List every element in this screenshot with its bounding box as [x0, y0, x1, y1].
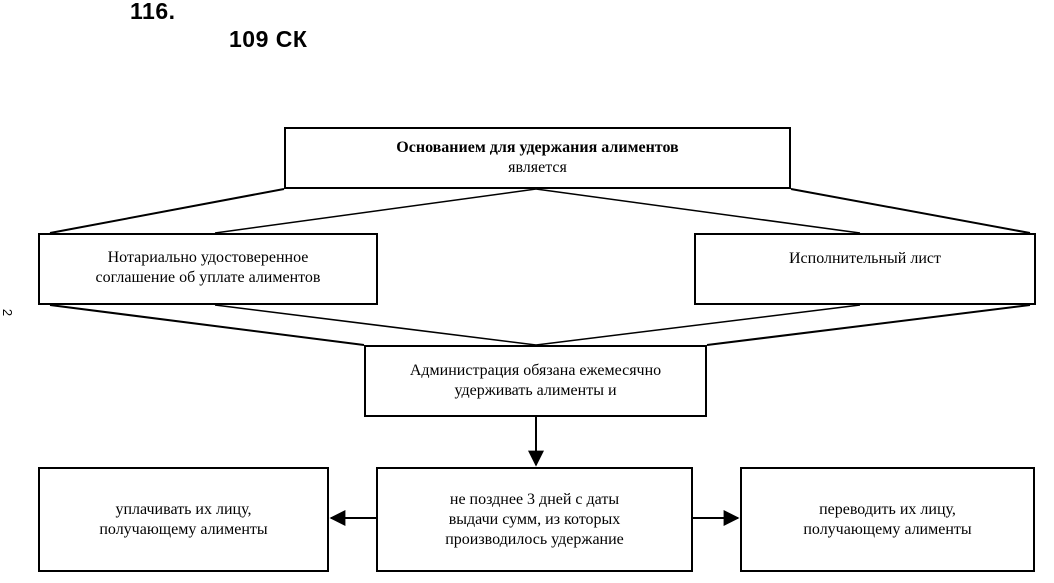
node-admin-line2: удерживать алименты и [454, 382, 617, 399]
connector-left-admin [49, 304, 365, 346]
node-notarial-line1: Нотариально удостоверенное [107, 249, 309, 266]
node-pay-to-recipient: уплачивать их лицу, получающему алименты [38, 467, 329, 572]
connector-right-admin [706, 304, 1031, 346]
node-basis-title: Основанием для удержания алиментов [396, 139, 679, 156]
node-writ-label: Исполнительный лист [788, 250, 941, 267]
code-reference: 109 СК [229, 26, 308, 52]
node-administration: Администрация обязана ежемесячно удержив… [364, 345, 707, 417]
connector-top-left [49, 188, 285, 234]
node-deadline-line2: выдачи сумм, из которых [448, 510, 621, 528]
node-deadline: не позднее 3 дней с даты выдачи сумм, из… [376, 467, 693, 572]
node-transfer-to-recipient: переводить их лицу, получающему алименты [740, 467, 1035, 572]
section-number: 116. [130, 0, 176, 24]
connector-right-admin-inner [535, 304, 861, 346]
connector-top-left-inner [214, 188, 537, 234]
node-transfer-line1: переводить их лицу, [819, 500, 956, 518]
node-deadline-line1: не позднее 3 дней с даты [449, 490, 620, 508]
node-deadline-line3: производилось удержание [445, 530, 624, 548]
node-transfer-line2: получающему алименты [803, 520, 972, 538]
node-pay-line2: получающему алименты [99, 520, 268, 538]
node-pay-line1: уплачивать их лицу, [115, 500, 252, 518]
node-notarial-line2: соглашение об уплате алиментов [95, 269, 321, 286]
connector-top-right-inner [535, 188, 861, 234]
connector-top-right [790, 188, 1031, 234]
node-notarial-agreement: Нотариально удостоверенное соглашение об… [38, 233, 378, 305]
node-basis-subtitle: является [508, 159, 567, 176]
node-admin-line1: Администрация обязана ежемесячно [409, 362, 662, 379]
node-writ-of-execution: Исполнительный лист [694, 233, 1036, 305]
node-basis: Основанием для удержания алиментов являе… [284, 127, 791, 189]
connector-left-admin-inner [214, 304, 537, 346]
